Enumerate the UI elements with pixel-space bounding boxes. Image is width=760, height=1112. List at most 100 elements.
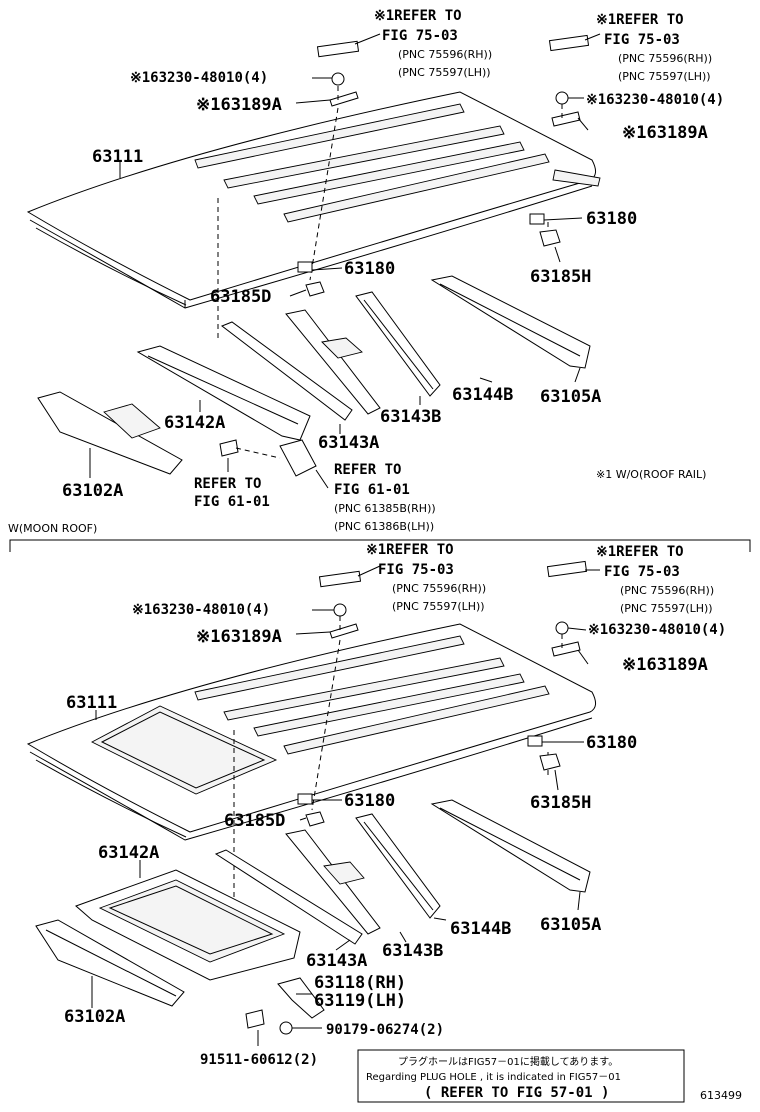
screw-right-upper bbox=[555, 91, 569, 105]
label-ref-fig61-lh-u: (PNC 61386B(LH)) bbox=[334, 520, 434, 533]
bow-63105a-upper bbox=[430, 275, 591, 369]
bow-63143a-upper bbox=[220, 321, 353, 421]
label-ref-right-lh-u: (PNC 75597(LH)) bbox=[618, 70, 711, 83]
label-ref-left-u: ※1REFER TO bbox=[374, 8, 462, 24]
label-bolt-l: 91511-60612(2) bbox=[200, 1052, 318, 1068]
label-ref-fig61-rh-u: (PNC 61385B(RH)) bbox=[334, 502, 436, 515]
bow-63143a-lower bbox=[214, 849, 363, 945]
label-bow-142a-u: 63142A bbox=[164, 413, 225, 433]
brace-63118-lower bbox=[277, 977, 325, 1019]
label-screw-left-u: ※163230-48010(4) bbox=[130, 70, 268, 86]
footnote-jp: プラグホールはFIG57－01に掲載してあります。 bbox=[398, 1055, 618, 1068]
clip-63180-right-lower bbox=[527, 735, 543, 747]
label-bow-143b-u: 63143B bbox=[380, 407, 441, 427]
label-roof-panel-l: 63111 bbox=[66, 693, 117, 713]
label-bow-143b-l: 63143B bbox=[382, 941, 443, 961]
upper-diagram: ※1REFER TO FIG 75-03 (PNC 75596(RH)) (PN… bbox=[26, 8, 724, 533]
header-63102a-upper bbox=[37, 391, 183, 475]
frame-63142a-lower bbox=[75, 869, 301, 981]
label-ref-right2-u: FIG 75-03 bbox=[604, 32, 680, 48]
footnote-box: プラグホールはFIG57－01に掲載してあります。 Regarding PLUG… bbox=[357, 1049, 685, 1103]
label-header-102a-u: 63102A bbox=[62, 481, 123, 501]
label-ref-right2-l: FIG 75-03 bbox=[604, 564, 680, 580]
label-bracket-left-l: ※163189A bbox=[196, 627, 282, 647]
label-ref-fig61-a-u: REFER TO bbox=[194, 476, 261, 492]
label-brace-rh-l: 63118(RH) bbox=[314, 973, 406, 993]
lamp-cover-left-upper bbox=[316, 40, 360, 58]
holder-63185d-lower bbox=[305, 811, 325, 827]
label-ref-left2-u: FIG 75-03 bbox=[382, 28, 458, 44]
label-ref-left2-l: FIG 75-03 bbox=[378, 562, 454, 578]
screw-right-lower bbox=[555, 621, 569, 635]
label-frame-142a-l: 63142A bbox=[98, 843, 159, 863]
label-ref-right-rh-l: (PNC 75596(RH)) bbox=[620, 584, 714, 597]
bracket-right-upper bbox=[551, 111, 581, 127]
label-bow-105a-u: 63105A bbox=[540, 387, 601, 407]
label-screw-right-l: ※163230-48010(4) bbox=[588, 622, 726, 638]
label-clip-left-u: 63180 bbox=[344, 259, 395, 279]
bracket-right-lower bbox=[551, 641, 581, 657]
roof-panel-upper bbox=[26, 91, 601, 309]
label-ref-fig61-b-u: REFER TO bbox=[334, 462, 401, 478]
label-clip-left-l: 63180 bbox=[344, 791, 395, 811]
label-ref-fig61-b2-u: FIG 61-01 bbox=[334, 482, 410, 498]
label-bracket-right-u: ※163189A bbox=[622, 123, 708, 143]
bolt-fig61-upper bbox=[219, 439, 239, 457]
lower-diagram: ※1REFER TO FIG 75-03 (PNC 75596(RH)) (PN… bbox=[26, 542, 726, 1068]
bow-63105a-lower bbox=[430, 799, 591, 893]
label-ref-left-lh-l: (PNC 75597(LH)) bbox=[392, 600, 485, 613]
label-brace-lh-l: 63119(LH) bbox=[314, 991, 406, 1011]
clip-63180-left-upper bbox=[297, 261, 313, 273]
bracket-left-lower bbox=[329, 623, 359, 639]
lamp-cover-right-lower bbox=[546, 560, 588, 578]
label-bow-144b-l: 63144B bbox=[450, 919, 511, 939]
label-clip-right-u: 63180 bbox=[586, 209, 637, 229]
label-bracket-right-l: ※163189A bbox=[622, 655, 708, 675]
bow-63143b-upper bbox=[285, 309, 381, 415]
label-screw-right-u: ※163230-48010(4) bbox=[586, 92, 724, 108]
bow-63143b-lower bbox=[285, 829, 381, 935]
screw-left-upper bbox=[331, 72, 345, 86]
label-ref-left-lh-u: (PNC 75597(LH)) bbox=[398, 66, 491, 79]
label-holder-left-u: 63185D bbox=[210, 287, 271, 307]
footnote-en: Regarding PLUG HOLE , it is indicated in… bbox=[366, 1072, 621, 1083]
label-holder-left-l: 63185D bbox=[224, 811, 285, 831]
holder-63185d-upper bbox=[305, 281, 325, 297]
label-ref-right-u: ※1REFER TO bbox=[596, 12, 684, 28]
label-bracket-left-u: ※163189A bbox=[196, 95, 282, 115]
label-ref-right-lh-l: (PNC 75597(LH)) bbox=[620, 602, 713, 615]
label-bow-143a-u: 63143A bbox=[318, 433, 379, 453]
label-bow-144b-u: 63144B bbox=[452, 385, 513, 405]
label-screw-left-l: ※163230-48010(4) bbox=[132, 602, 270, 618]
bow-63142a-upper bbox=[136, 345, 311, 441]
label-nut-l: 90179-06274(2) bbox=[326, 1022, 444, 1038]
label-ref-left-rh-u: (PNC 75596(RH)) bbox=[398, 48, 492, 61]
footnote-ref: ( REFER TO FIG 57-01 ) bbox=[424, 1085, 609, 1101]
hinge-fig61-upper bbox=[279, 439, 317, 477]
label-clip-right-l: 63180 bbox=[586, 733, 637, 753]
section-label-moon-roof: W(MOON ROOF) bbox=[8, 522, 97, 535]
label-header-102a-l: 63102A bbox=[64, 1007, 125, 1027]
bracket-left-upper bbox=[329, 91, 359, 107]
lamp-cover-right-upper bbox=[548, 34, 590, 52]
nut-90179-lower bbox=[279, 1021, 293, 1035]
label-ref-right-rh-u: (PNC 75596(RH)) bbox=[618, 52, 712, 65]
holder-63185h-upper bbox=[539, 229, 561, 247]
label-roof-panel-u: 63111 bbox=[92, 147, 143, 167]
label-ref-left-rh-l: (PNC 75596(RH)) bbox=[392, 582, 486, 595]
holder-63185h-lower bbox=[539, 753, 561, 771]
label-note-wo-roof-rail: ※1 W/O(ROOF RAIL) bbox=[596, 468, 706, 481]
clip-63180-right-upper bbox=[529, 213, 545, 225]
label-bow-143a-l: 63143A bbox=[306, 951, 367, 971]
label-holder-right-u: 63185H bbox=[530, 267, 591, 287]
label-holder-right-l: 63185H bbox=[530, 793, 591, 813]
lamp-cover-left-lower bbox=[318, 570, 362, 588]
clip-63180-left-lower bbox=[297, 793, 313, 805]
bolt-91511-lower bbox=[245, 1009, 265, 1029]
roof-panel-lower bbox=[26, 623, 596, 841]
section-bracket bbox=[9, 539, 751, 552]
figure-id: 613499 bbox=[700, 1089, 742, 1102]
label-bow-105a-l: 63105A bbox=[540, 915, 601, 935]
